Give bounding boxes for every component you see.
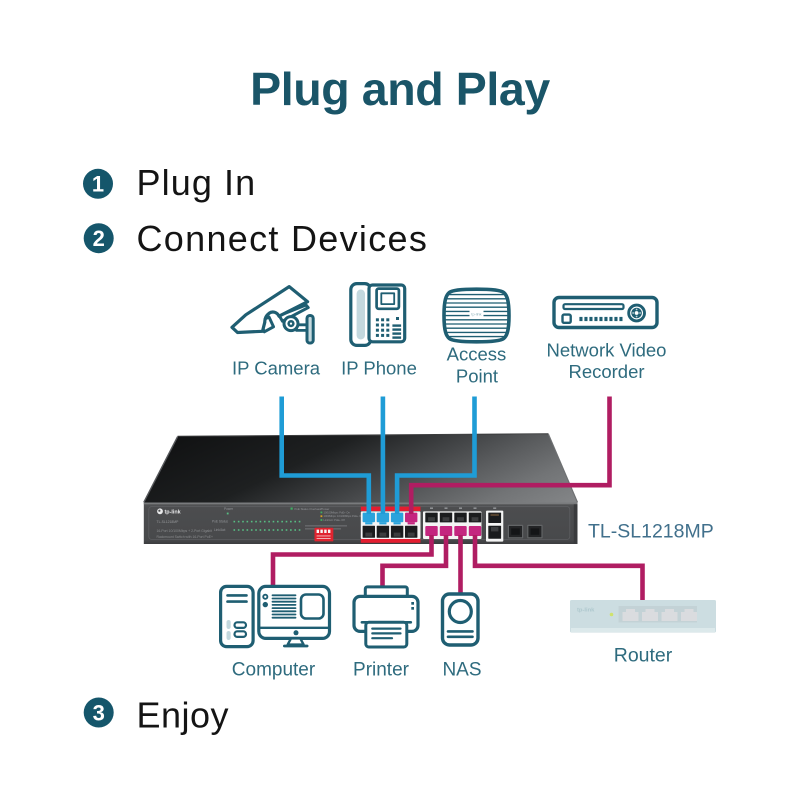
svg-text:1: 1	[92, 172, 104, 197]
svg-text:NAS: NAS	[442, 659, 481, 680]
svg-text:Plug and Play: Plug and Play	[250, 63, 550, 115]
svg-text:Network Video: Network Video	[547, 340, 667, 361]
svg-text:10/100Mbps: PoE+ On: 10/100Mbps: PoE+ On	[324, 510, 351, 514]
svg-text:Computer: Computer	[232, 659, 316, 680]
svg-text:Power: Power	[224, 507, 234, 511]
svg-text:Connect Devices: Connect Devices	[137, 218, 429, 259]
svg-text:tp-link: tp-link	[165, 510, 181, 516]
svg-text:2: 2	[93, 226, 105, 251]
svg-text:Plug In: Plug In	[137, 162, 257, 203]
svg-text:tp-link: tp-link	[471, 312, 481, 316]
svg-text:Access: Access	[447, 344, 507, 365]
svg-text:IP Phone: IP Phone	[341, 357, 417, 378]
svg-text:TL-SL1218MP: TL-SL1218MP	[157, 520, 180, 524]
svg-text:tp-link: tp-link	[577, 608, 595, 614]
svg-text:TL-SL1218MP: TL-SL1218MP	[588, 521, 714, 543]
svg-text:Link/Act: Link/Act	[214, 528, 225, 532]
svg-text:Recorder: Recorder	[568, 361, 644, 382]
svg-text:Enjoy: Enjoy	[137, 695, 230, 736]
svg-text:16-Port 10/100Mbps + 2-Port Gi: 16-Port 10/100Mbps + 2-Port Gigabit	[157, 529, 213, 533]
svg-text:PoE Status Overload/Power: PoE Status Overload/Power	[295, 507, 330, 511]
svg-text:PoE Status: PoE Status	[212, 519, 228, 523]
svg-text:Link/Act: PoE+ Off: Link/Act: PoE+ Off	[324, 518, 345, 522]
svg-text:Rackmount Switch with 16-Port: Rackmount Switch with 16-Port PoE+	[157, 535, 213, 539]
svg-text:IP Camera: IP Camera	[232, 357, 321, 378]
svg-text:Point: Point	[456, 366, 498, 387]
svg-text:Printer: Printer	[353, 659, 410, 680]
svg-text:1000Mbps: 10/100Mbps PoE+ On: 1000Mbps: 10/100Mbps PoE+ On	[324, 514, 364, 518]
svg-text:3: 3	[93, 700, 105, 725]
svg-text:Router: Router	[614, 645, 673, 667]
